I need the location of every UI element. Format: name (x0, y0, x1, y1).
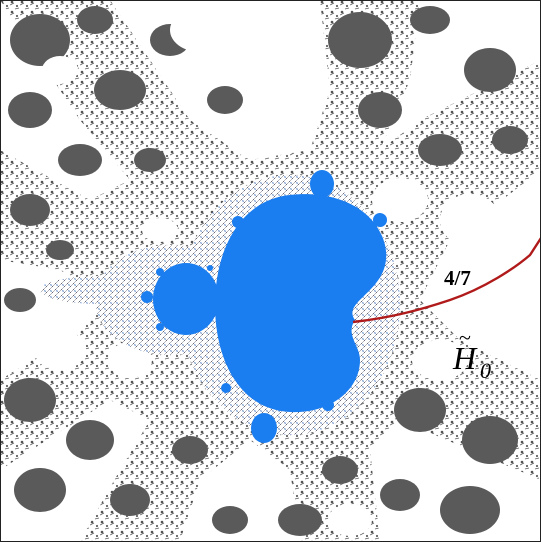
main-cardioid (215, 194, 387, 413)
ray-label: 4/7 (444, 266, 471, 290)
region-label-subscript: 0 (480, 358, 491, 383)
region-label-tilde: ~ (459, 325, 471, 350)
period2-bulb (153, 263, 219, 335)
external-ray (352, 237, 541, 324)
top-bulb (310, 170, 334, 198)
mandelbrot-main (141, 170, 387, 443)
region-label: ~ H 0 (452, 325, 491, 383)
bottom-bulb (251, 413, 277, 443)
white-cavities (34, 8, 526, 536)
dark-components (4, 6, 528, 536)
region-label-letter: H (452, 340, 478, 376)
